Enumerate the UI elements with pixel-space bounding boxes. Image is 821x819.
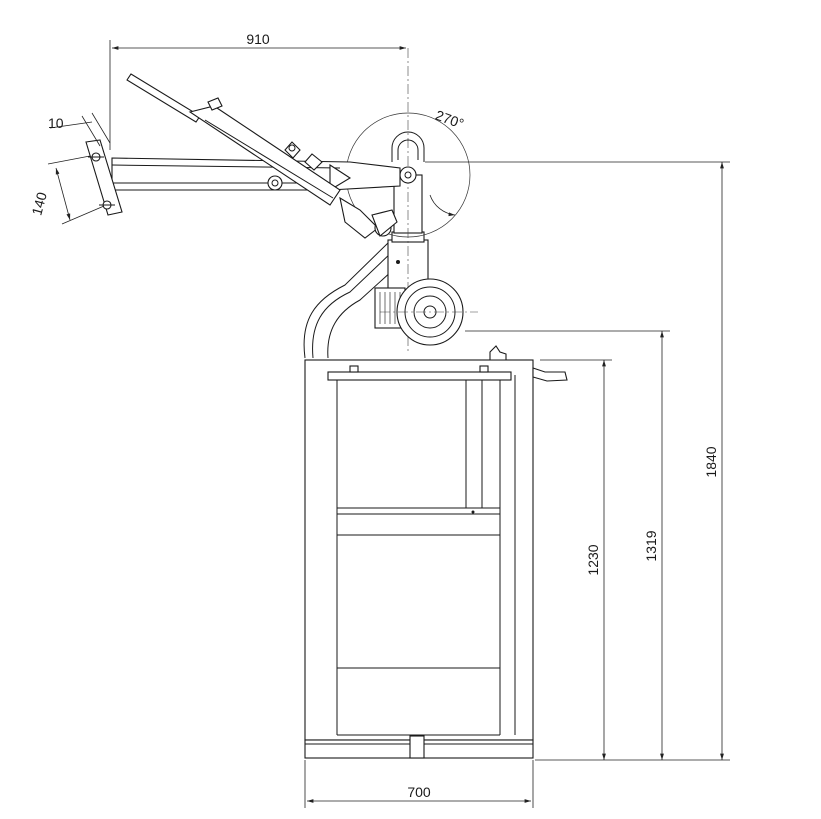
cabinet xyxy=(304,345,568,759)
dim-bolt-spacing: 140 xyxy=(28,190,50,217)
pivot xyxy=(345,112,471,238)
hydraulic-cylinder xyxy=(126,73,398,239)
cutting-wheel xyxy=(380,278,478,346)
cabinet-outline xyxy=(304,359,534,741)
dimensions: 910 10 140 270° 1840 1319 1230 700 xyxy=(28,31,730,808)
arm-beam xyxy=(111,157,401,191)
dim-rotation-angle: 270° xyxy=(433,107,466,132)
dim-wheel-height: 1319 xyxy=(643,530,659,561)
dim-arm-reach: 910 xyxy=(246,31,270,47)
dim-base-width: 700 xyxy=(407,784,431,800)
mounting-plate xyxy=(85,139,123,216)
dim-plate-offset: 10 xyxy=(48,115,64,131)
side-handle xyxy=(532,367,568,382)
dim-overall-height: 1840 xyxy=(703,446,719,477)
top-plate xyxy=(327,371,512,381)
arm xyxy=(111,157,401,191)
dim-cabinet-height: 1230 xyxy=(585,544,601,575)
